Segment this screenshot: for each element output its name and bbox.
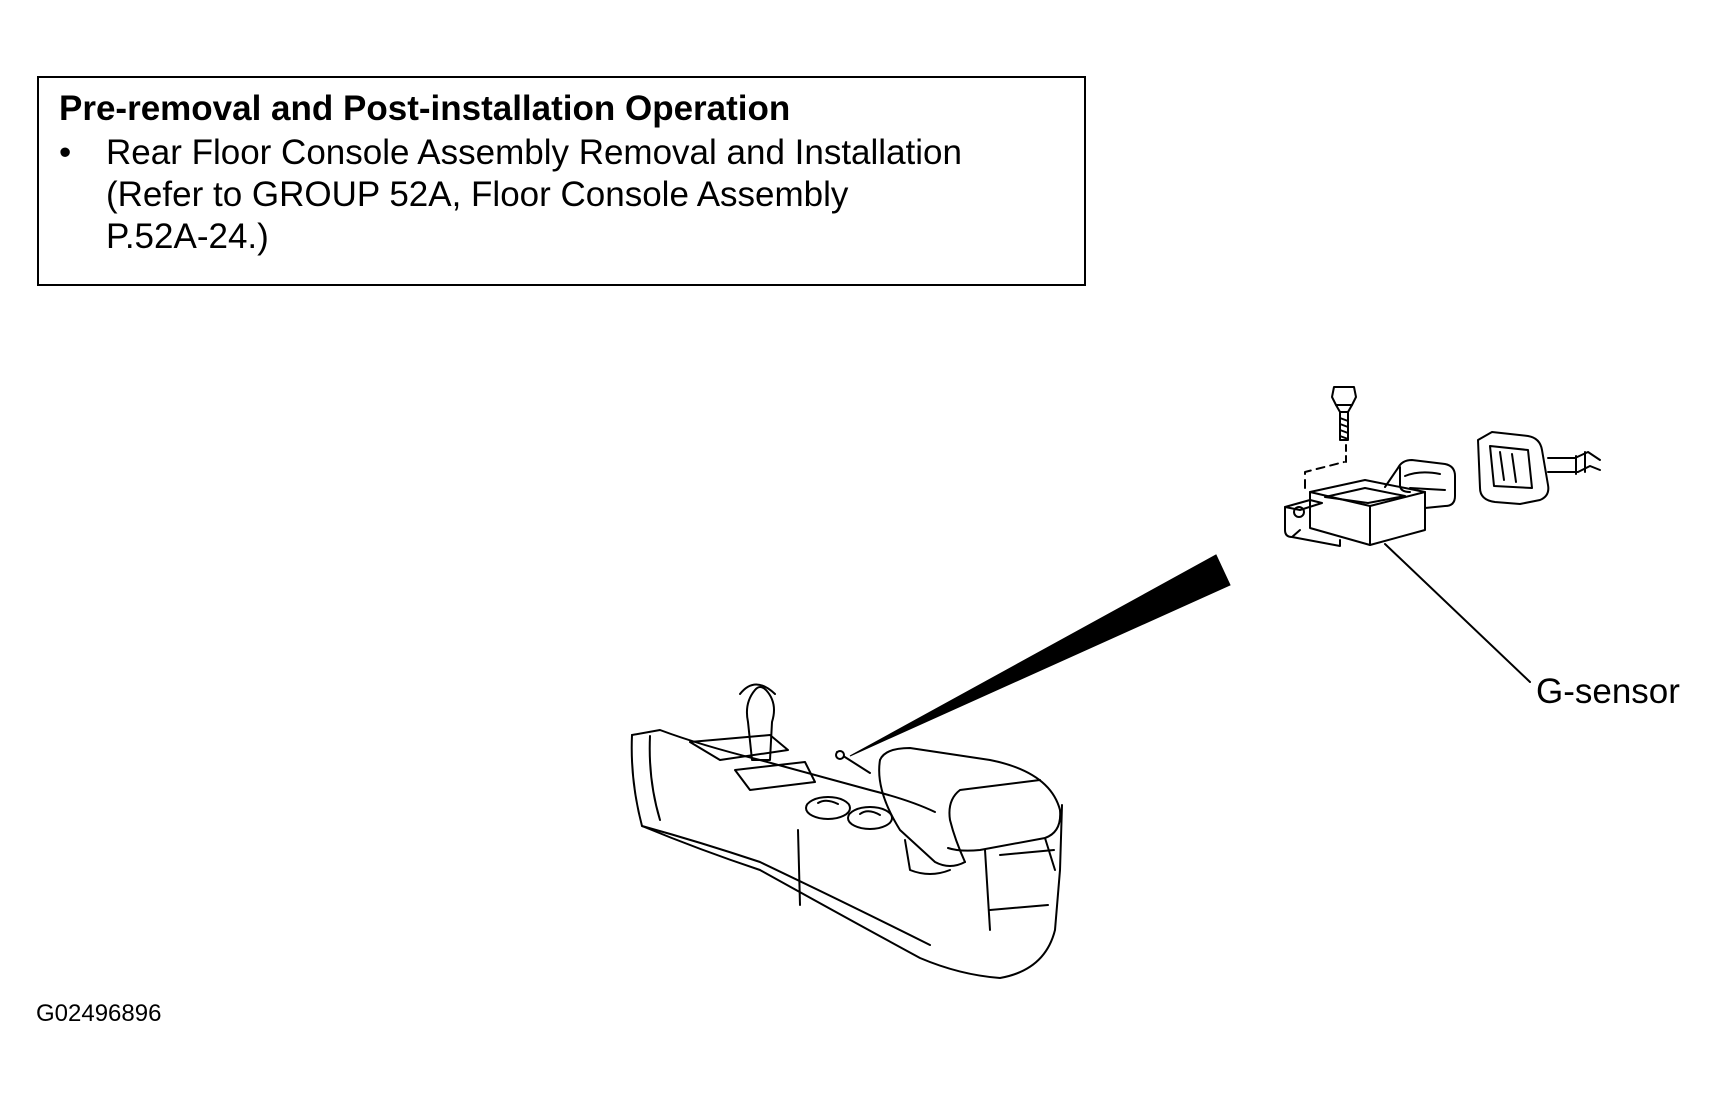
note-title: Pre-removal and Post-installation Operat… [59, 89, 791, 128]
floor-console-drawing [630, 683, 1063, 979]
bullet-icon: • [59, 133, 72, 172]
figure-code: G02496896 [36, 1000, 162, 1027]
g-sensor-leader-line [1384, 543, 1531, 683]
pre-removal-note-box: Pre-removal and Post-installation Operat… [37, 76, 1086, 286]
g-sensor-drawing [1284, 386, 1601, 547]
note-item: • Rear Floor Console Assembly Removal an… [59, 132, 1064, 258]
location-pointer [849, 554, 1231, 757]
note-item-line-1: Rear Floor Console Assembly Removal and … [106, 133, 962, 172]
note-item-line-3: P.52A-24.) [106, 217, 269, 256]
note-item-line-2: (Refer to GROUP 52A, Floor Console Assem… [106, 175, 849, 214]
g-sensor-label: G-sensor [1536, 672, 1680, 711]
note-list: • Rear Floor Console Assembly Removal an… [59, 132, 1064, 258]
